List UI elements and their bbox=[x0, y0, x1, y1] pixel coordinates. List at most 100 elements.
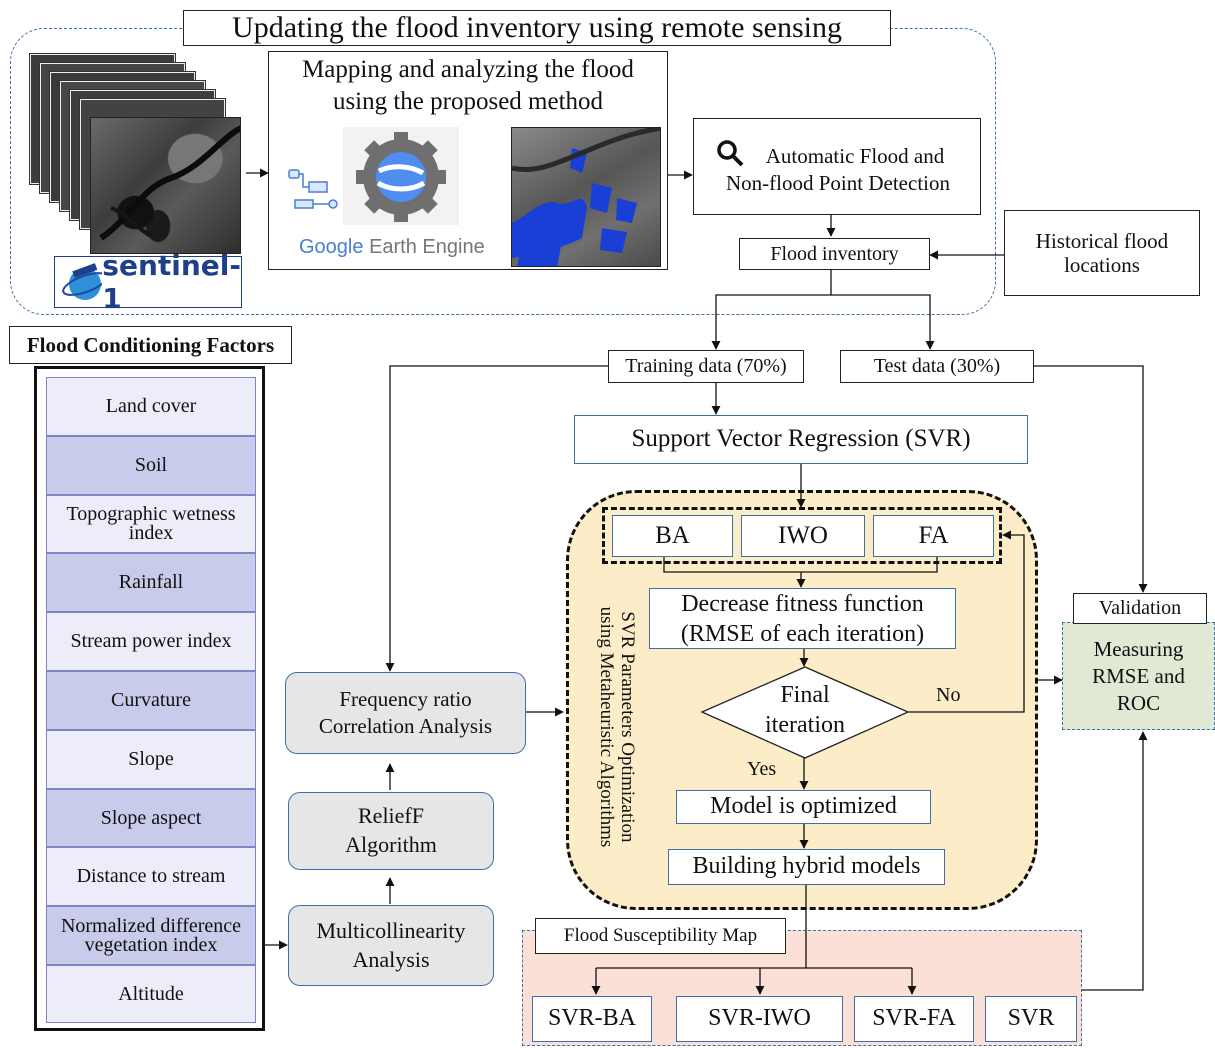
factor-label: Slope bbox=[128, 748, 174, 770]
title-box: Updating the flood inventory using remot… bbox=[183, 10, 891, 46]
factor-label: Curvature bbox=[111, 689, 191, 711]
relieff-line-1: ReliefF bbox=[358, 803, 424, 829]
final-iteration-text: Final iteration bbox=[740, 680, 870, 740]
fitness-line-1: Decrease fitness function bbox=[681, 590, 924, 617]
factor-ndvi: Normalized difference vegetation index bbox=[46, 906, 256, 965]
map-title: Flood Susceptibility Map bbox=[563, 925, 758, 947]
factor-label: Normalized difference vegetation index bbox=[60, 914, 242, 956]
hybrid-models-box: Building hybrid models bbox=[668, 849, 945, 885]
workflow-icon bbox=[288, 169, 338, 209]
frequency-line-2: Correlation Analysis bbox=[318, 714, 493, 738]
map-title-box: Flood Susceptibility Map bbox=[535, 918, 786, 954]
flood-overlay bbox=[512, 128, 660, 266]
historical-line-2: locations bbox=[1064, 253, 1140, 277]
no-label: No bbox=[936, 684, 961, 706]
factor-curvature: Curvature bbox=[46, 671, 256, 730]
algorithms-group bbox=[602, 507, 1002, 564]
google-text: Google bbox=[299, 236, 364, 258]
validation-line-1: Measuring bbox=[1093, 637, 1184, 661]
validation-title: Validation bbox=[1098, 597, 1182, 619]
flood-map-image bbox=[511, 127, 661, 267]
flood-inventory-box: Flood inventory bbox=[739, 238, 930, 270]
relieff-box: ReliefF Algorithm bbox=[288, 792, 494, 870]
detection-line-2: Non-flood Point Detection bbox=[726, 171, 950, 196]
multicollinearity-line-2: Analysis bbox=[352, 946, 430, 972]
factor-soil: Soil bbox=[46, 436, 256, 495]
factor-label: Rainfall bbox=[118, 571, 184, 593]
fa-box: FA bbox=[873, 515, 994, 557]
factor-twi: Topographic wetness index bbox=[46, 495, 256, 553]
fa-label: FA bbox=[918, 521, 949, 549]
validation-title-box: Validation bbox=[1073, 593, 1207, 624]
model-optimized-label: Model is optimized bbox=[710, 793, 897, 820]
mapping-line-1: Mapping and analyzing the flood bbox=[302, 56, 634, 83]
iwo-label: IWO bbox=[778, 521, 828, 549]
fitness-line-2: (RMSE of each iteration) bbox=[680, 620, 925, 647]
decision-line-1: Final bbox=[780, 682, 830, 708]
factor-land-cover: Land cover bbox=[46, 377, 256, 436]
earth-engine-logo bbox=[343, 127, 459, 225]
frequency-line-1: Frequency ratio bbox=[339, 686, 472, 711]
model-optimized-box: Model is optimized bbox=[676, 790, 931, 824]
factor-spi: Stream power index bbox=[46, 612, 256, 671]
optimization-line-2: using Metaheuristic Algorithms bbox=[596, 606, 617, 848]
multicollinearity-line-1: Multicollinearity bbox=[316, 917, 466, 943]
gee-wordmark: Google Earth Engine bbox=[299, 236, 499, 259]
sentinel-label: sentinel-1 bbox=[102, 249, 241, 315]
mapping-panel: Mapping and analyzing the flood using th… bbox=[268, 51, 668, 270]
validation-text: Measuring RMSE and ROC bbox=[1062, 636, 1215, 717]
historical-line-1: Historical flood bbox=[1035, 228, 1169, 253]
svr-ba-box: SVR-BA bbox=[532, 996, 652, 1042]
factor-slope: Slope bbox=[46, 730, 256, 789]
relieff-line-2: Algorithm bbox=[345, 832, 437, 857]
svr-output-box: SVR bbox=[985, 996, 1077, 1042]
test-data-box: Test data (30%) bbox=[840, 350, 1034, 383]
factor-label: Land cover bbox=[105, 395, 197, 417]
factor-label: Altitude bbox=[118, 982, 184, 1005]
satellite-icon bbox=[62, 263, 103, 300]
svr-fa-box: SVR-FA bbox=[854, 996, 974, 1042]
diagram-title: Updating the flood inventory using remot… bbox=[232, 10, 842, 44]
training-data-box: Training data (70%) bbox=[608, 350, 804, 383]
yes-label: Yes bbox=[747, 758, 777, 780]
validation-line-2: RMSE and bbox=[1092, 663, 1185, 688]
mapping-caption: Mapping and analyzing the flood using th… bbox=[269, 54, 667, 118]
historical-flood-box: Historical flood locations bbox=[1004, 210, 1200, 296]
factor-slope-aspect: Slope aspect bbox=[46, 789, 256, 847]
factor-label: Soil bbox=[134, 454, 168, 476]
svr-iwo-box: SVR-IWO bbox=[676, 996, 843, 1042]
factor-label: Stream power index bbox=[70, 630, 232, 652]
svr-ba-label: SVR-BA bbox=[547, 1005, 637, 1032]
earth-engine-text: Earth Engine bbox=[369, 236, 485, 258]
gear-globe-icon bbox=[356, 132, 446, 222]
final-iteration-diamond bbox=[700, 666, 910, 759]
svr-label: Support Vector Regression (SVR) bbox=[631, 425, 971, 453]
factor-label: Topographic wetness index bbox=[66, 503, 236, 544]
fitness-box: Decrease fitness function (RMSE of each … bbox=[649, 588, 956, 649]
factor-altitude: Altitude bbox=[46, 965, 256, 1023]
magnifier-icon bbox=[717, 140, 744, 167]
factor-distance-to-stream: Distance to stream bbox=[46, 847, 256, 906]
optimization-label: SVR Parameters Optimization using Metahe… bbox=[596, 577, 638, 877]
river-trace bbox=[99, 125, 240, 241]
sar-image-front bbox=[90, 117, 241, 254]
detection-line-1: Automatic Flood and bbox=[765, 144, 945, 168]
detection-box: Automatic Flood and Non-flood Point Dete… bbox=[693, 118, 981, 215]
flood-inventory-label: Flood inventory bbox=[770, 242, 899, 265]
factor-rainfall: Rainfall bbox=[46, 553, 256, 612]
svr-output-label: SVR bbox=[1007, 1005, 1055, 1032]
satellite-image-stack bbox=[29, 53, 245, 254]
frequency-ratio-box: Frequency ratio Correlation Analysis bbox=[285, 672, 526, 754]
fcf-title: Flood Conditioning Factors bbox=[26, 332, 275, 357]
test-data-label: Test data (30%) bbox=[873, 355, 1001, 377]
multicollinearity-box: Multicollinearity Analysis bbox=[288, 905, 494, 986]
factors-panel bbox=[34, 366, 265, 1031]
svr-box: Support Vector Regression (SVR) bbox=[574, 415, 1028, 464]
hybrid-models-label: Building hybrid models bbox=[692, 853, 921, 880]
training-data-label: Training data (70%) bbox=[625, 355, 787, 377]
factor-label: Distance to stream bbox=[76, 865, 226, 887]
ba-label: BA bbox=[655, 521, 690, 549]
sentinel-1-logo: sentinel-1 bbox=[54, 249, 242, 315]
svr-fa-label: SVR-FA bbox=[872, 1005, 956, 1032]
